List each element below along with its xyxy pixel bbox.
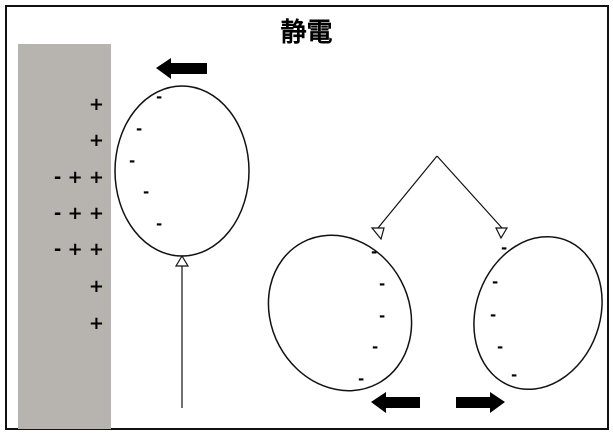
balloon-knot — [370, 227, 385, 241]
string-to-right-balloon — [436, 155, 503, 229]
charged-wall — [18, 44, 111, 429]
balloon-on-wall: - - - - - — [114, 85, 250, 408]
arrow-right-icon — [456, 392, 505, 413]
balloon-charge: - — [379, 307, 385, 325]
balloon-charge: - — [497, 338, 503, 356]
balloon-charge: - — [490, 306, 496, 324]
wall-charge-row-5: - + + — [54, 239, 104, 260]
balloon-charge: - — [492, 273, 498, 291]
wall-charges: + + - + + - + + - + + + + — [54, 94, 104, 334]
balloon-charge: - — [129, 152, 135, 170]
balloon-body — [114, 85, 250, 257]
wall-charge-row-3: - + + — [54, 167, 104, 188]
wall-charge-row-1: + — [89, 94, 104, 115]
balloon-charge: - — [379, 275, 385, 293]
wall-charge-row-7: + — [89, 313, 104, 334]
balloon-charge: - — [371, 243, 377, 261]
balloon-pair-left: - - - - - — [267, 227, 413, 392]
arrow-left-top — [156, 58, 207, 79]
balloon-charge: - — [156, 215, 162, 233]
balloon-charge: - — [372, 338, 378, 356]
balloon-charge: - — [156, 88, 162, 106]
balloon-charge: - — [511, 366, 517, 384]
balloon-charge: - — [143, 183, 149, 201]
balloon-body — [267, 234, 413, 392]
arrow-left-icon — [371, 392, 420, 413]
wall-charge-row-6: + — [89, 276, 104, 297]
wall-charge-row-2: + — [89, 130, 104, 151]
balloon-knot — [495, 227, 509, 240]
arrow-left-icon — [156, 58, 207, 79]
balloon-charge: - — [358, 370, 364, 388]
balloon-pair-right: - - - - - — [473, 227, 603, 391]
diagram-title: 静電 — [280, 18, 333, 48]
wall-charge-row-4: - + + — [54, 203, 104, 224]
balloon-charge: - — [501, 239, 507, 257]
balloon-charge: - — [136, 120, 142, 138]
balloon-body — [473, 235, 603, 391]
string-to-left-balloon — [377, 155, 438, 229]
balloon-knot — [174, 254, 190, 267]
